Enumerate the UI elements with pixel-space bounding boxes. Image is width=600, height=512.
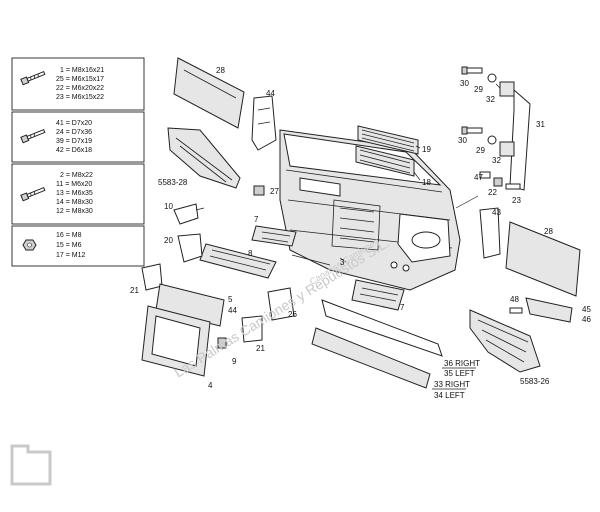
callout-label: 5583-28: [158, 178, 188, 187]
bolt-47-22: [479, 171, 521, 190]
callout-label: 47: [474, 173, 483, 182]
callout-label: 21: [256, 344, 265, 353]
callout-label: 5583-26: [520, 377, 550, 386]
bolt-30a: [461, 66, 483, 75]
callout-label: 27: [270, 187, 279, 196]
callout-label: 34 LEFT: [434, 391, 465, 400]
callout-label: 29: [474, 85, 483, 94]
callout-label: 36 RIGHT: [444, 359, 480, 368]
callout-label: 43: [492, 208, 501, 217]
leader-lines: [339, 83, 501, 263]
callout-label: 3: [340, 258, 345, 267]
washer-29b: [487, 135, 497, 145]
callout-label: 22: [488, 188, 497, 197]
callout-label: 32: [492, 156, 501, 165]
callout-label: 19: [422, 145, 431, 154]
bracket-10: [173, 203, 205, 225]
callout-label: 44: [228, 306, 237, 315]
callout-label: 21: [130, 286, 139, 295]
legend-line: 1 = M8x16x21: [60, 67, 104, 74]
trim-strip-33-34: [311, 327, 431, 389]
callout-label: 28: [544, 227, 553, 236]
screw-48: [509, 307, 523, 314]
callout-label: 9: [232, 357, 237, 366]
legend-line: 25 = M6x15x17: [56, 76, 104, 83]
grille-insert-19: [357, 125, 419, 155]
bracket-44: [251, 95, 277, 151]
washer-29a: [487, 73, 497, 83]
nut-icon: [22, 239, 37, 251]
callout-label: 7: [400, 303, 405, 312]
bracket-31: [509, 88, 531, 191]
grille-insert-18: [355, 145, 415, 177]
callout-label: 23: [512, 196, 521, 205]
bolt-icon: [20, 128, 46, 144]
bushing-32a: [499, 81, 515, 97]
callout-label: 30: [460, 79, 469, 88]
callout-label: 31: [536, 120, 545, 129]
legend-line: 13 = M6x35: [56, 190, 93, 197]
bracket-21-right: [241, 315, 263, 343]
legend-line: 11 = M6x20: [56, 181, 92, 188]
bracket-26: [267, 287, 295, 321]
bracket-45-46: [525, 297, 573, 323]
bracket-21-left: [141, 263, 163, 291]
legend-line: 39 = D7x19: [56, 138, 92, 145]
callout-label: 7: [254, 215, 259, 224]
callout-label: 18: [422, 178, 431, 187]
legend-line: 41 = D7x20: [56, 120, 92, 127]
callout-label: 44: [266, 89, 275, 98]
legend-line: 23 = M6x15x22: [56, 94, 104, 101]
watermark-logo: [10, 444, 52, 486]
callout-label: 4: [208, 381, 213, 390]
legend-line: 16 = M8: [56, 232, 82, 239]
legend-line: 22 = M6x20x22: [56, 85, 104, 92]
legend-line: 42 = D6x18: [56, 147, 92, 154]
callout-label: 30: [458, 136, 467, 145]
callout-labels: 28 44 5583-28 27 10 7 8 20 21 5 44 26 21…: [130, 66, 591, 400]
legend-line: 15 = M6: [56, 242, 82, 249]
bushing-32b: [499, 141, 515, 157]
bolt-icon: [20, 186, 46, 202]
bracket-20: [177, 233, 203, 263]
callout-label: 26: [288, 310, 297, 319]
legend-line: 2 = M8x22: [60, 172, 93, 179]
bolt-icon: [20, 70, 46, 86]
callout-label: 29: [476, 146, 485, 155]
callout-label: 48: [510, 295, 519, 304]
bracket-43: [479, 207, 501, 259]
clip-9: [217, 337, 227, 349]
callout-label: 10: [164, 202, 173, 211]
grid-plate-7-right: [351, 279, 405, 311]
callout-label: 46: [582, 315, 591, 324]
legend-panel: 1 = M8x16x21 25 = M6x15x17 22 = M6x20x22…: [11, 57, 145, 267]
callout-label: 35 LEFT: [444, 369, 475, 378]
step-housing-5583-26: [469, 309, 541, 373]
legend-line: 24 = D7x36: [56, 129, 92, 136]
step-housing-5583-28: [167, 127, 241, 189]
callout-label: 32: [486, 95, 495, 104]
callout-label: 28: [216, 66, 225, 75]
callout-label: 20: [164, 236, 173, 245]
panel-bracket: [155, 283, 225, 327]
step-frame-4: [141, 305, 211, 377]
legend-line: 17 = M12: [56, 252, 85, 259]
step-plate-8: [199, 243, 277, 279]
callout-label: 45: [582, 305, 591, 314]
callout-label: 33 RIGHT: [434, 380, 470, 389]
grid-plate-7-left: [251, 225, 297, 247]
legend-line: 14 = M8x30: [56, 199, 93, 206]
clip-27: [253, 185, 265, 196]
trim-strip-36-35: [321, 299, 443, 357]
callout-label: 5: [228, 295, 233, 304]
bolt-30b: [461, 126, 483, 135]
callout-label: 8: [248, 249, 253, 258]
mudflap-28-left: [173, 57, 245, 129]
mudflap-28-right: [505, 221, 581, 297]
legend-line: 12 = M8x30: [56, 208, 93, 215]
